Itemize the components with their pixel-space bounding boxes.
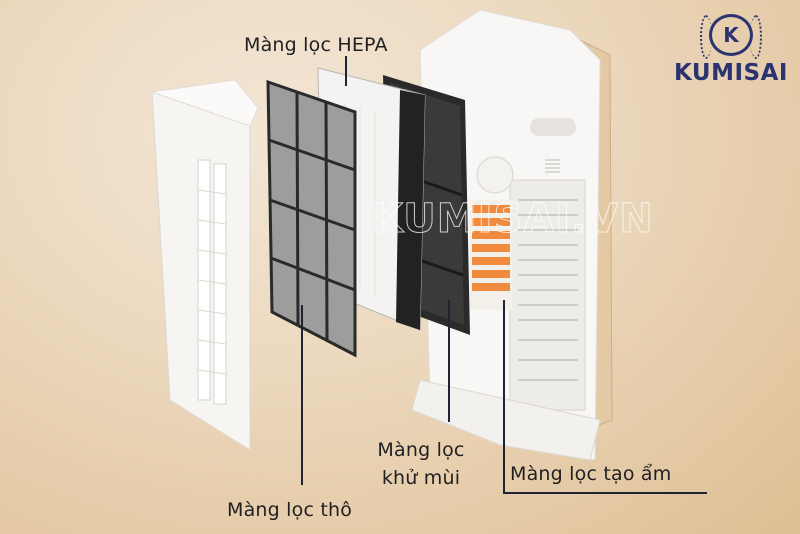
leader-line-humidify-horizontal xyxy=(503,492,707,494)
leader-line-prefilter xyxy=(301,305,303,485)
watermark-text: KUMISAI.VN xyxy=(372,196,654,243)
front-cover-panel xyxy=(151,79,259,451)
logo-letter: K xyxy=(723,23,739,47)
humidifying-filter-visual xyxy=(470,200,512,310)
laurel-emblem-icon: K xyxy=(700,14,762,59)
label-hepa-filter: Màng lọc HEPA xyxy=(244,34,388,56)
label-deodorizing-line2: khử mùi xyxy=(381,467,461,489)
leader-line-humidify-vertical xyxy=(503,300,505,493)
pre-filter-visual xyxy=(266,79,357,358)
logo-wordmark: KUMISAI xyxy=(674,60,788,86)
label-deodorizing-line1: Màng lọc xyxy=(377,439,465,461)
label-deodorizing-filter: Màng lọc khử mùi xyxy=(366,438,476,490)
label-humidifying-filter: Màng lọc tạo ẩm xyxy=(510,463,672,485)
leader-line-hepa xyxy=(345,56,347,86)
label-pre-filter: Màng lọc thô xyxy=(227,499,353,521)
leader-line-deodorize xyxy=(448,300,450,422)
kumisai-logo: K KUMISAI xyxy=(674,14,788,86)
